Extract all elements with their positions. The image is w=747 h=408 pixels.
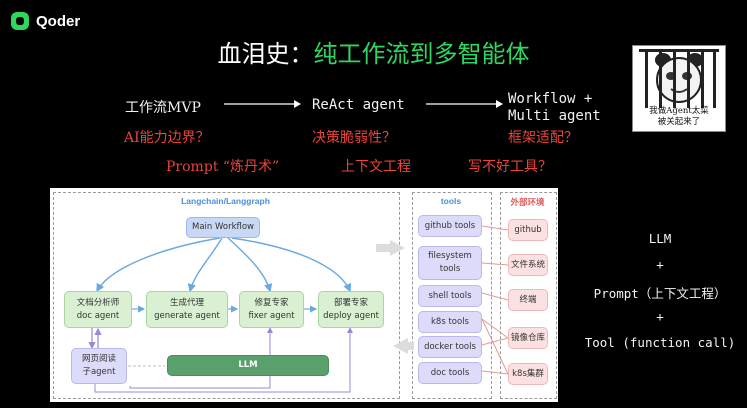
challenge-tools: 写不好工具？: [468, 159, 552, 175]
architecture-diagram: Langchain/Langgraph tools 外部环境: [50, 188, 558, 402]
qoder-logo-icon: [11, 12, 29, 30]
jailed-panda-icon: [639, 49, 719, 108]
main-workflow-node: Main Workflow: [186, 217, 260, 238]
issue-decision-fragility: 决策脆弱性？: [312, 130, 396, 146]
panda-meme-image: 我做Agent太菜 被关起来了: [632, 45, 726, 132]
title-highlight: 纯工作流到多智能体: [313, 40, 530, 68]
meme-caption-line: 我做Agent太菜: [649, 106, 709, 116]
agent-node-fixer: 修复专家 fixer agent: [239, 291, 304, 328]
llm-node: LLM: [167, 355, 329, 376]
slide-title: 血泪史：纯工作流到多智能体: [0, 34, 747, 69]
agent-label: 修复专家: [254, 297, 289, 308]
tool-node: k8s tools: [418, 311, 482, 333]
tool-node: doc tools: [418, 362, 482, 384]
external-node: 终端: [508, 289, 548, 311]
stage-line: Workflow +: [508, 91, 593, 107]
tools-title: tools: [440, 196, 462, 206]
tool-node: docker tools: [418, 336, 482, 358]
formula-plus: +: [656, 257, 664, 272]
stage-workflow-multi-agent: Workflow + Multi agent: [508, 91, 601, 125]
framework-title: Langchain/Langgraph: [181, 196, 270, 206]
agent-node-deploy: 部署专家 deploy agent: [318, 291, 384, 328]
external-node: 镜像仓库: [508, 327, 548, 349]
external-section: [500, 192, 557, 399]
tool-node: shell tools: [418, 285, 482, 307]
meme-caption: 我做Agent太菜 被关起来了: [633, 106, 725, 128]
formula-plus: +: [656, 309, 664, 324]
tool-node: filesystem tools: [418, 246, 482, 280]
external-node: k8s集群: [508, 363, 548, 385]
formula-tool: Tool (function call): [584, 335, 736, 350]
agent-label: 部署专家: [333, 297, 368, 308]
stage-workflow-mvp: 工作流MVP: [125, 100, 201, 116]
issue-ai-capability: AI能力边界？: [124, 130, 210, 146]
agent-node-generate: 生成代理 generate agent: [146, 291, 228, 328]
agent-sublabel: fixer agent: [248, 310, 295, 321]
challenge-prompt: Prompt “炼丹术”: [166, 159, 280, 175]
title-prefix: 血泪史：: [217, 40, 314, 68]
agent-label: 文档分析师: [76, 297, 120, 308]
agent-sublabel: doc agent: [76, 310, 120, 321]
external-node: 文件系统: [508, 254, 548, 276]
stage-react-agent: ReAct agent: [312, 97, 405, 113]
agent-sublabel: deploy agent: [323, 310, 379, 321]
agent-sublabel: generate agent: [154, 310, 220, 321]
external-title: 外部环境: [510, 197, 545, 207]
arrow-right-icon: [426, 100, 503, 108]
issue-framework-fit: 框架适配？: [508, 130, 578, 146]
stage-line: Multi agent: [508, 108, 601, 124]
agent-node-doc: 文档分析师 doc agent: [64, 291, 132, 328]
meme-caption-line: 被关起来了: [657, 117, 701, 127]
external-node: github: [508, 219, 548, 241]
brand-name: Qoder: [36, 12, 81, 30]
tool-node: github tools: [418, 215, 482, 237]
framework-section: [53, 192, 400, 399]
agent-label: 网页阅读: [81, 354, 116, 364]
arrow-right-icon: [224, 100, 301, 108]
diagram-connectors: [88, 225, 509, 393]
formula-llm: LLM: [648, 231, 672, 246]
brand-logo: Qoder: [10, 11, 80, 31]
formula-prompt: Prompt（上下文工程）: [593, 286, 727, 301]
agent-label: 生成代理: [169, 297, 204, 308]
web-reader-agent-node: 网页阅读子agent: [71, 348, 127, 384]
challenge-context-engineering: 上下文工程: [341, 159, 411, 175]
agent-sublabel: 子agent: [82, 367, 116, 377]
